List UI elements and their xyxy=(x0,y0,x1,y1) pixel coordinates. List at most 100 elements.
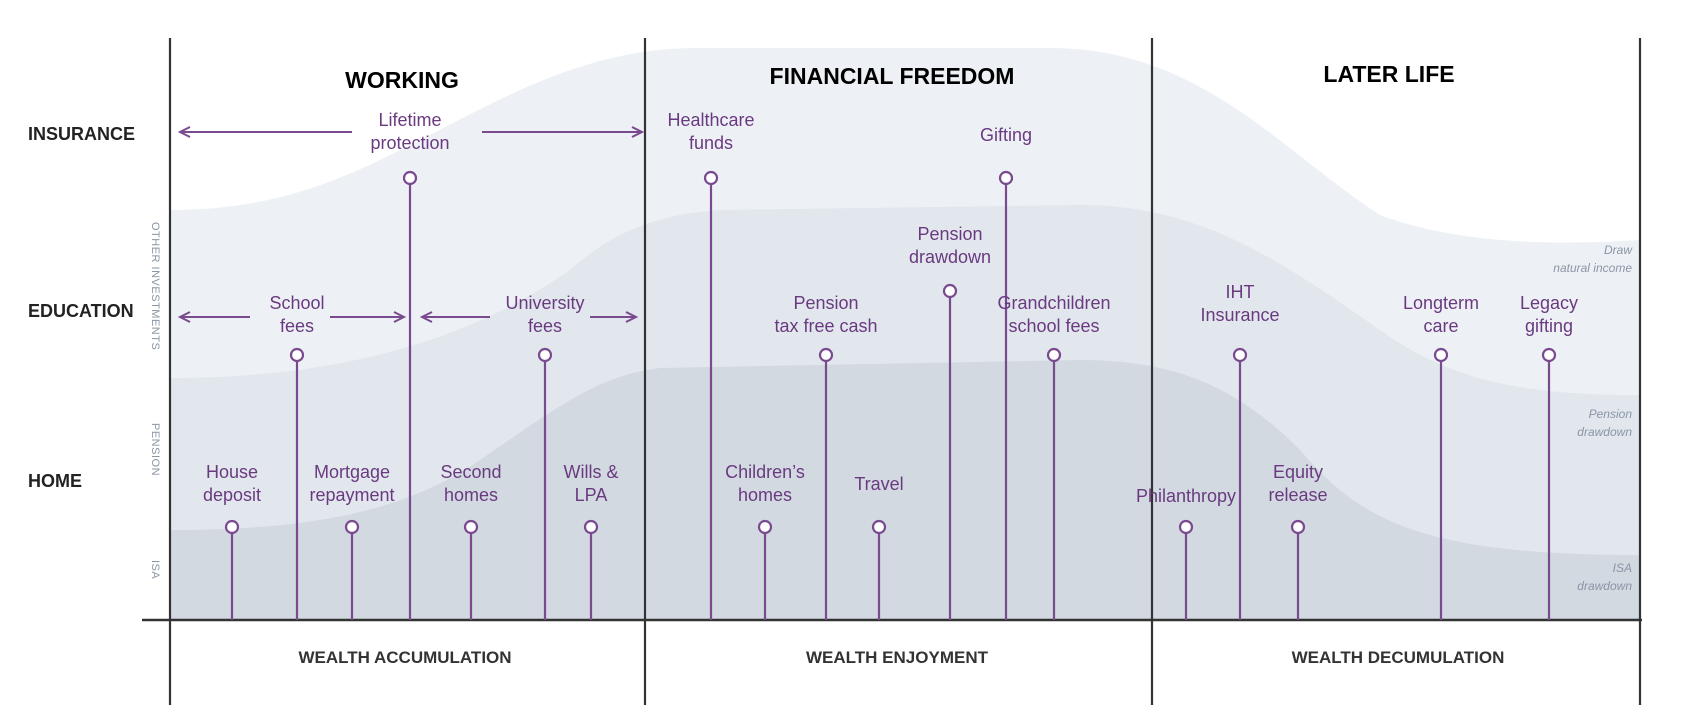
item-label-line: Healthcare xyxy=(667,110,754,130)
item-label-line: Travel xyxy=(854,474,903,494)
side-note-pension-drawdown: Pension drawdown xyxy=(1577,407,1632,439)
item-label-mortgage-repayment: Mortgage repayment xyxy=(309,462,394,505)
range-university-fees xyxy=(419,311,639,323)
item-label-line: care xyxy=(1423,316,1458,336)
range-lifetime-protection xyxy=(177,126,645,138)
item-school-fees: School fees xyxy=(269,293,325,620)
item-label-travel: Travel xyxy=(854,474,903,494)
item-label-line: LPA xyxy=(575,485,608,505)
item-label-line: release xyxy=(1268,485,1327,505)
phase-title-later-life: LATER LIFE xyxy=(1323,61,1454,87)
pin-head-iht-insurance xyxy=(1232,347,1248,363)
pin-head-pension-drawdown xyxy=(942,283,958,299)
item-longterm-care: Longterm care xyxy=(1403,293,1479,620)
item-label-line: School xyxy=(269,293,324,313)
item-label-line: Pension xyxy=(793,293,858,313)
pin-head-travel xyxy=(871,519,887,535)
item-label-line: Lifetime xyxy=(378,110,441,130)
footer-wealth-enjoyment: WEALTH ENJOYMENT xyxy=(806,648,989,667)
item-label-pension-tax-free-cash: Pension tax free cash xyxy=(774,293,877,336)
band-label-isa: ISA xyxy=(149,560,161,579)
item-label-line: homes xyxy=(738,485,792,505)
pin-head-longterm-care xyxy=(1433,347,1449,363)
pin-head-philanthropy xyxy=(1178,519,1194,535)
item-wills-lpa: Wills &LPA xyxy=(564,462,619,620)
phase-title-working: WORKING xyxy=(345,67,459,93)
item-label-line: homes xyxy=(444,485,498,505)
item-label-line: funds xyxy=(689,133,733,153)
item-label-line: Grandchildren xyxy=(997,293,1110,313)
range-university-right-arrowhead xyxy=(625,311,639,323)
item-label-longterm-care: Longterm care xyxy=(1403,293,1479,336)
item-label-philanthropy: Philanthropy xyxy=(1136,486,1236,506)
item-label-line: Second xyxy=(440,462,501,482)
pin-head-wills-lpa xyxy=(583,519,599,535)
pin-head-university-fees xyxy=(537,347,553,363)
item-label-line: Mortgage xyxy=(314,462,390,482)
side-note-draw-line-2: natural income xyxy=(1553,261,1632,275)
pin-head-healthcare-funds xyxy=(703,170,719,186)
footer-wealth-decumulation: WEALTH DECUMULATION xyxy=(1292,648,1505,667)
band-label-pension: PENSION xyxy=(149,423,161,476)
band-label-other-investments: OTHER INVESTMENTS xyxy=(149,222,161,350)
range-lifetime-right-arrowhead xyxy=(631,126,645,138)
item-label-line: Gifting xyxy=(980,125,1032,145)
item-label-line: Children’s xyxy=(725,462,805,482)
item-label-line: Longterm xyxy=(1403,293,1479,313)
item-label-line: Philanthropy xyxy=(1136,486,1236,506)
pin-head-mortgage-repayment xyxy=(344,519,360,535)
item-label-line: Equity xyxy=(1273,462,1323,482)
item-label-line: fees xyxy=(280,316,314,336)
range-university-left-arrowhead xyxy=(419,311,433,323)
item-philanthropy: Philanthropy xyxy=(1136,486,1236,620)
range-school-right-arrowhead xyxy=(393,311,407,323)
item-gifting: Gifting xyxy=(980,125,1032,620)
item-label-line: tax free cash xyxy=(774,316,877,336)
item-label-line: fees xyxy=(528,316,562,336)
range-school-fees xyxy=(177,311,407,323)
pin-head-second-homes xyxy=(463,519,479,535)
pin-head-legacy-gifting xyxy=(1541,347,1557,363)
item-label-equity-release: Equity release xyxy=(1268,462,1327,505)
side-note-isa-line-1: ISA xyxy=(1613,561,1632,575)
side-note-pension-line-2: drawdown xyxy=(1577,425,1632,439)
item-label-gifting: Gifting xyxy=(980,125,1032,145)
item-label-line: deposit xyxy=(203,485,261,505)
item-second-homes: Second homes xyxy=(440,462,502,620)
pin-head-pension-tax-free-cash xyxy=(818,347,834,363)
item-equity-release: Equity release xyxy=(1268,462,1328,620)
item-label-line: Pension xyxy=(917,224,982,244)
item-label-childrens-homes: Children’s homes xyxy=(725,462,805,505)
phase-title-financial-freedom: FINANCIAL FREEDOM xyxy=(770,63,1015,89)
item-healthcare-funds: Healthcare funds xyxy=(667,110,755,620)
item-label-line: IHT xyxy=(1226,282,1255,302)
item-label-line: repayment xyxy=(309,485,394,505)
row-label-home: HOME xyxy=(28,471,82,491)
item-label-school-fees: School fees xyxy=(269,293,324,336)
footer-wealth-accumulation: WEALTH ACCUMULATION xyxy=(298,648,511,667)
row-label-education: EDUCATION xyxy=(28,301,134,321)
item-label-healthcare-funds: Healthcare funds xyxy=(667,110,754,153)
pin-head-equity-release xyxy=(1290,519,1306,535)
side-note-pension-line-1: Pension xyxy=(1589,407,1633,421)
band-pension-area xyxy=(170,360,1640,620)
pin-head-grandchildren-school-fees xyxy=(1046,347,1062,363)
item-mortgage-repayment: Mortgage repayment xyxy=(309,462,395,620)
pin-head-school-fees xyxy=(289,347,305,363)
